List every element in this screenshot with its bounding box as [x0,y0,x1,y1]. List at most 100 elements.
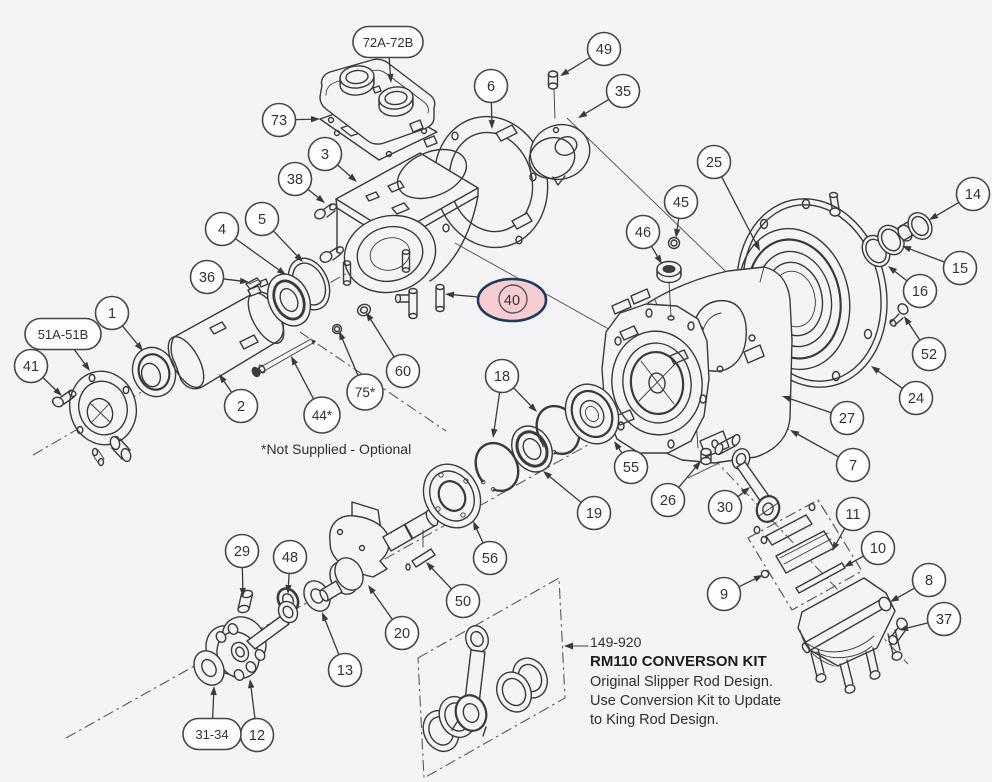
kit-line-3: to King Rod Design. [590,712,719,728]
leader-37 [899,622,929,631]
callout-label-27: 27 [839,411,855,427]
callout-label-40: 40 [504,293,520,309]
callout-20: 20 [384,615,420,651]
seal-kit-14-15-16 [861,212,933,268]
callout-label-49: 49 [596,42,612,58]
leader-41 [42,377,62,396]
kit-label-leader [564,642,589,650]
callout-10: 10 [860,530,896,566]
retaining-ring-18a [474,441,520,493]
leader-10 [844,555,864,567]
callout-label-50: 50 [455,594,471,610]
callout-label-7: 7 [849,458,857,474]
leader-15 [902,246,945,263]
callout-56: 56 [472,540,508,576]
ring-set-4-5 [266,257,331,327]
callout-label-1: 1 [108,306,116,322]
dipstick-44 [251,338,316,378]
callout-9: 9 [706,576,742,612]
mounting-hardware-38-40 [314,203,445,320]
bolt-41 [51,389,77,408]
callout-55: 55 [613,449,649,485]
callout-label-41: 41 [23,359,39,375]
callout-16: 16 [902,273,938,309]
callout-35: 35 [605,73,641,109]
leader-40 [445,291,479,298]
leader-25 [720,176,760,251]
leader-38 [307,188,325,203]
leader-4 [235,238,286,275]
leader-45 [674,218,681,238]
leader-75* [339,331,359,376]
key-50 [405,548,436,571]
bolt-8 [878,596,892,612]
callout-label-11: 11 [845,507,860,523]
callout-2: 2 [223,388,259,424]
callout-48: 48 [272,539,308,575]
kit-line-2: Use Conversion Kit to Update [590,693,782,709]
callout-36: 36 [189,259,225,295]
callout-50: 50 [445,583,481,619]
leader-7 [790,430,839,458]
seal-1 [131,346,177,398]
callout-6: 6 [473,68,509,104]
oring-75 [331,323,343,335]
callout-45: 45 [663,184,699,220]
ball-9 [760,569,770,579]
callout-15: 15 [942,250,978,286]
callout-5: 5 [244,201,280,237]
callout-label-14: 14 [965,187,981,203]
bearing-retainer-35 [528,123,591,186]
callout-label-13: 13 [337,663,353,679]
callout-18: 18 [484,358,520,394]
leader-51A-51B [73,348,90,371]
callout-label-73: 73 [271,113,287,129]
leader-20 [368,585,393,620]
callout-label-16: 16 [912,284,928,300]
callout-label-20: 20 [394,626,410,642]
kit-part-number: 149-920 [590,634,642,650]
leader-52 [904,316,921,341]
washer-31-34 [193,650,225,686]
kit-label: 149-920 RM110 CONVERSON KIT Original Sli… [590,634,781,730]
callout-leaders [42,57,960,719]
leader-56 [473,521,484,544]
callout-73: 73 [261,102,297,138]
bearing-56 [422,463,482,529]
callout-label-55: 55 [623,460,639,476]
gasket-6 [433,115,549,249]
callout-label-10: 10 [870,541,886,557]
seal-19 [511,425,553,473]
callout-72A-72B: 72A-72B [352,25,424,59]
callout-label-35: 35 [615,84,631,100]
leader-1 [121,325,143,351]
callout-balloons: 72A-72B733385436151A-51B41244*75*6040649… [13,25,991,753]
callout-44*: 44* [303,396,341,434]
leader-27 [782,395,832,414]
callout-19: 19 [576,495,612,531]
callout-27: 27 [829,400,865,436]
callout-label-26: 26 [660,493,676,509]
leader-5 [272,230,303,262]
callout-label-72A-72B: 72A-72B [363,35,414,50]
callout-label-9: 9 [720,587,728,603]
callout-label-46: 46 [635,225,651,241]
callout-51A-51B: 51A-51B [24,317,102,351]
pin-stub-26 [700,433,741,466]
callout-label-48: 48 [282,550,298,566]
bearing-55 [564,383,620,445]
valve-cover-72 [319,58,436,145]
crankshaft-20 [319,501,439,602]
leader-3 [336,164,357,182]
kit-title: RM110 CONVERSON KIT [590,653,767,670]
callout-label-44*: 44* [312,408,333,423]
pin-29 [237,589,254,614]
leader-19 [543,471,582,504]
callout-label-52: 52 [921,347,937,363]
leader-72A-72B [387,57,394,83]
leader-9 [738,575,763,588]
leader-8 [890,587,915,602]
callout-label-30: 30 [717,500,733,516]
callout-label-6: 6 [487,79,495,95]
